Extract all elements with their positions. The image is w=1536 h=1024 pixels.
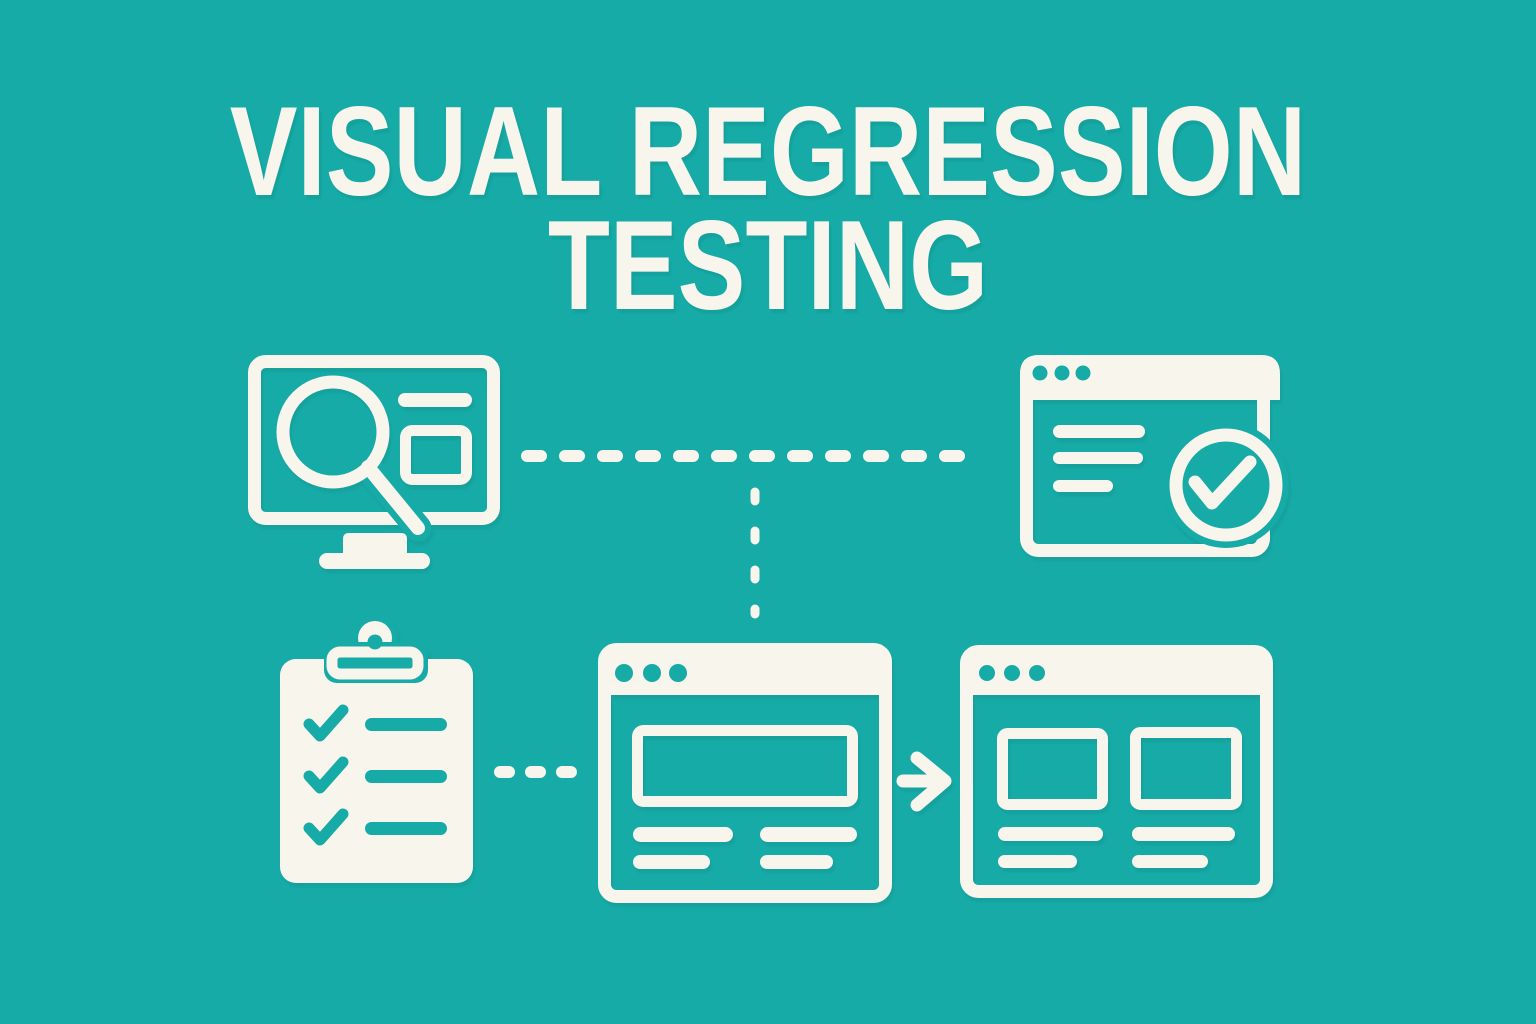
arrow-right-icon <box>896 751 952 812</box>
screenshot-box-left <box>997 728 1108 810</box>
text-line-bar <box>760 855 833 869</box>
screen-text-bar <box>398 393 472 407</box>
monitor-search-icon <box>248 355 500 569</box>
text-line-bar <box>1132 855 1208 868</box>
monitor-stand-base <box>319 553 430 569</box>
checkmark-icon <box>303 808 349 846</box>
clipboard-clip <box>326 646 424 680</box>
checklist-clipboard-icon <box>280 615 473 883</box>
text-line-bar <box>760 827 857 842</box>
magnifier-lens <box>276 375 390 489</box>
text-line-bar <box>1132 827 1235 841</box>
monitor-stand-stem <box>343 533 407 553</box>
browser-approved-check-icon <box>1020 355 1289 557</box>
magnifier-handle <box>361 460 425 535</box>
titlebar-dot <box>1054 365 1070 381</box>
checkmark-icon <box>303 704 349 742</box>
checklist-item-bar <box>365 822 447 835</box>
titlebar-dot <box>979 665 995 681</box>
title-line-1: VISUAL REGRESSION <box>229 80 1307 222</box>
checklist-item-bar <box>365 718 447 731</box>
text-line-bar <box>1053 425 1145 438</box>
titlebar-dot <box>1075 365 1091 381</box>
browser-baseline-icon <box>598 643 892 903</box>
titlebar-dot <box>615 664 633 682</box>
titlebar-dot <box>1032 365 1048 381</box>
screenshot-box-right <box>1130 727 1242 810</box>
browser-titlebar <box>604 649 886 695</box>
page-title: VISUAL REGRESSION TESTING <box>154 80 1383 336</box>
text-line-bar <box>998 827 1103 841</box>
titlebar-dot <box>669 664 687 682</box>
checkmark-icon <box>303 756 349 794</box>
checklist-item-bar <box>365 770 447 783</box>
text-line-bar <box>998 855 1077 868</box>
monitor-frame <box>248 355 500 525</box>
text-line-bar <box>633 827 733 842</box>
text-line-bar <box>1053 452 1143 464</box>
browser-titlebar <box>966 651 1267 695</box>
title-line-2: TESTING <box>547 194 989 336</box>
titlebar-dot <box>643 664 661 682</box>
browser-comparison-icon <box>960 645 1273 898</box>
check-circle <box>1169 428 1283 542</box>
arrow-head <box>910 751 952 812</box>
text-line-bar <box>1053 480 1113 492</box>
checkmark-icon <box>1188 455 1257 510</box>
screen-element-box <box>400 425 472 485</box>
clip-knob-hole <box>367 634 383 650</box>
hero-content-box <box>632 725 858 807</box>
text-line-bar <box>633 855 710 869</box>
titlebar-dot <box>1004 665 1020 681</box>
titlebar-dot <box>1029 665 1045 681</box>
